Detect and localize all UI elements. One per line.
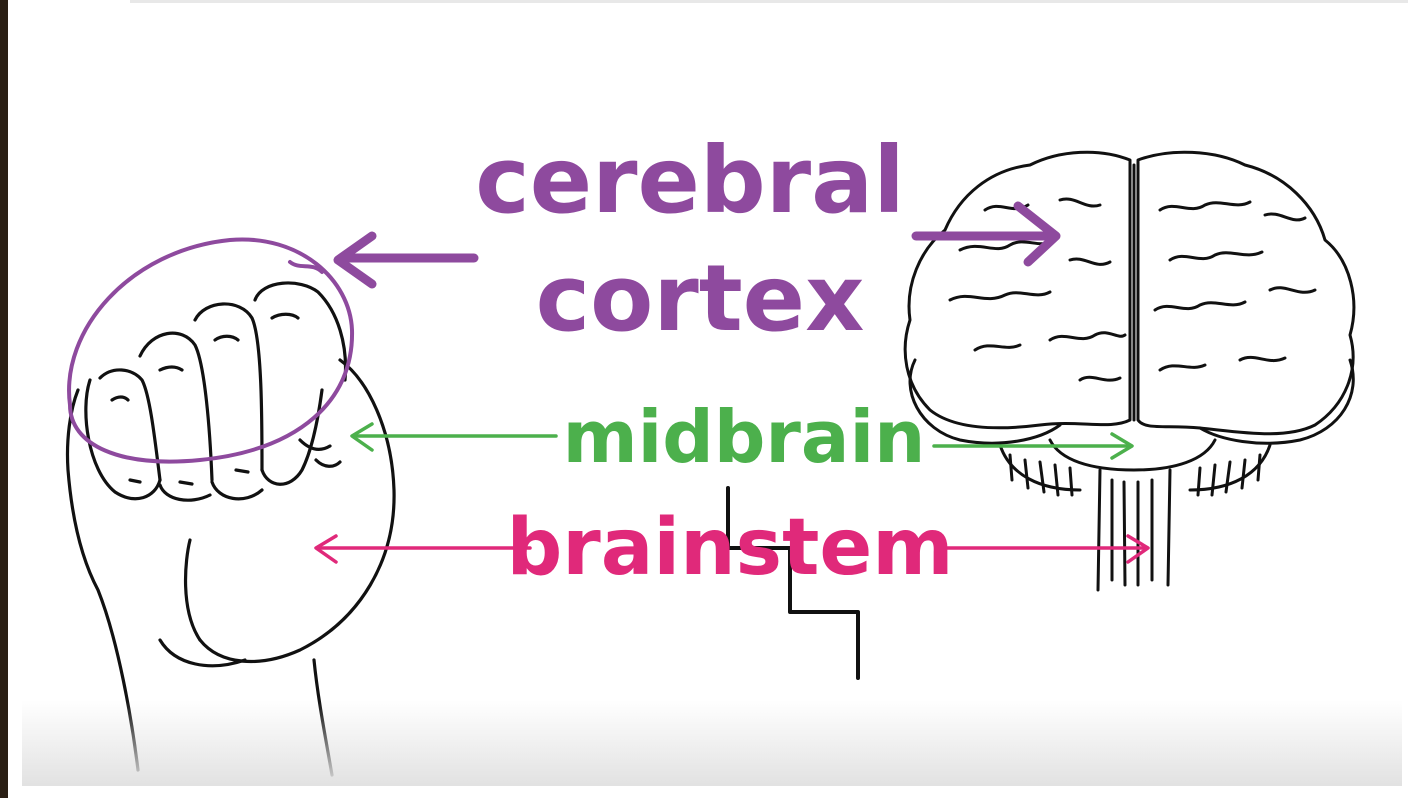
label-midbrain: midbrain (563, 395, 926, 479)
cortex-arrow-to-fist (338, 236, 474, 284)
label-brainstem: brainstem (506, 503, 953, 593)
brainstem-arrow-to-fist (316, 536, 530, 562)
brainstem-arrow-to-brain (944, 536, 1148, 562)
bottom-edge (22, 786, 1402, 798)
label-cortex: cortex (536, 245, 865, 352)
label-cerebral: cerebral (475, 127, 905, 234)
bottom-shadow (22, 700, 1402, 788)
brain-illustration (905, 152, 1354, 590)
cortex-arrow-to-brain (916, 206, 1056, 262)
